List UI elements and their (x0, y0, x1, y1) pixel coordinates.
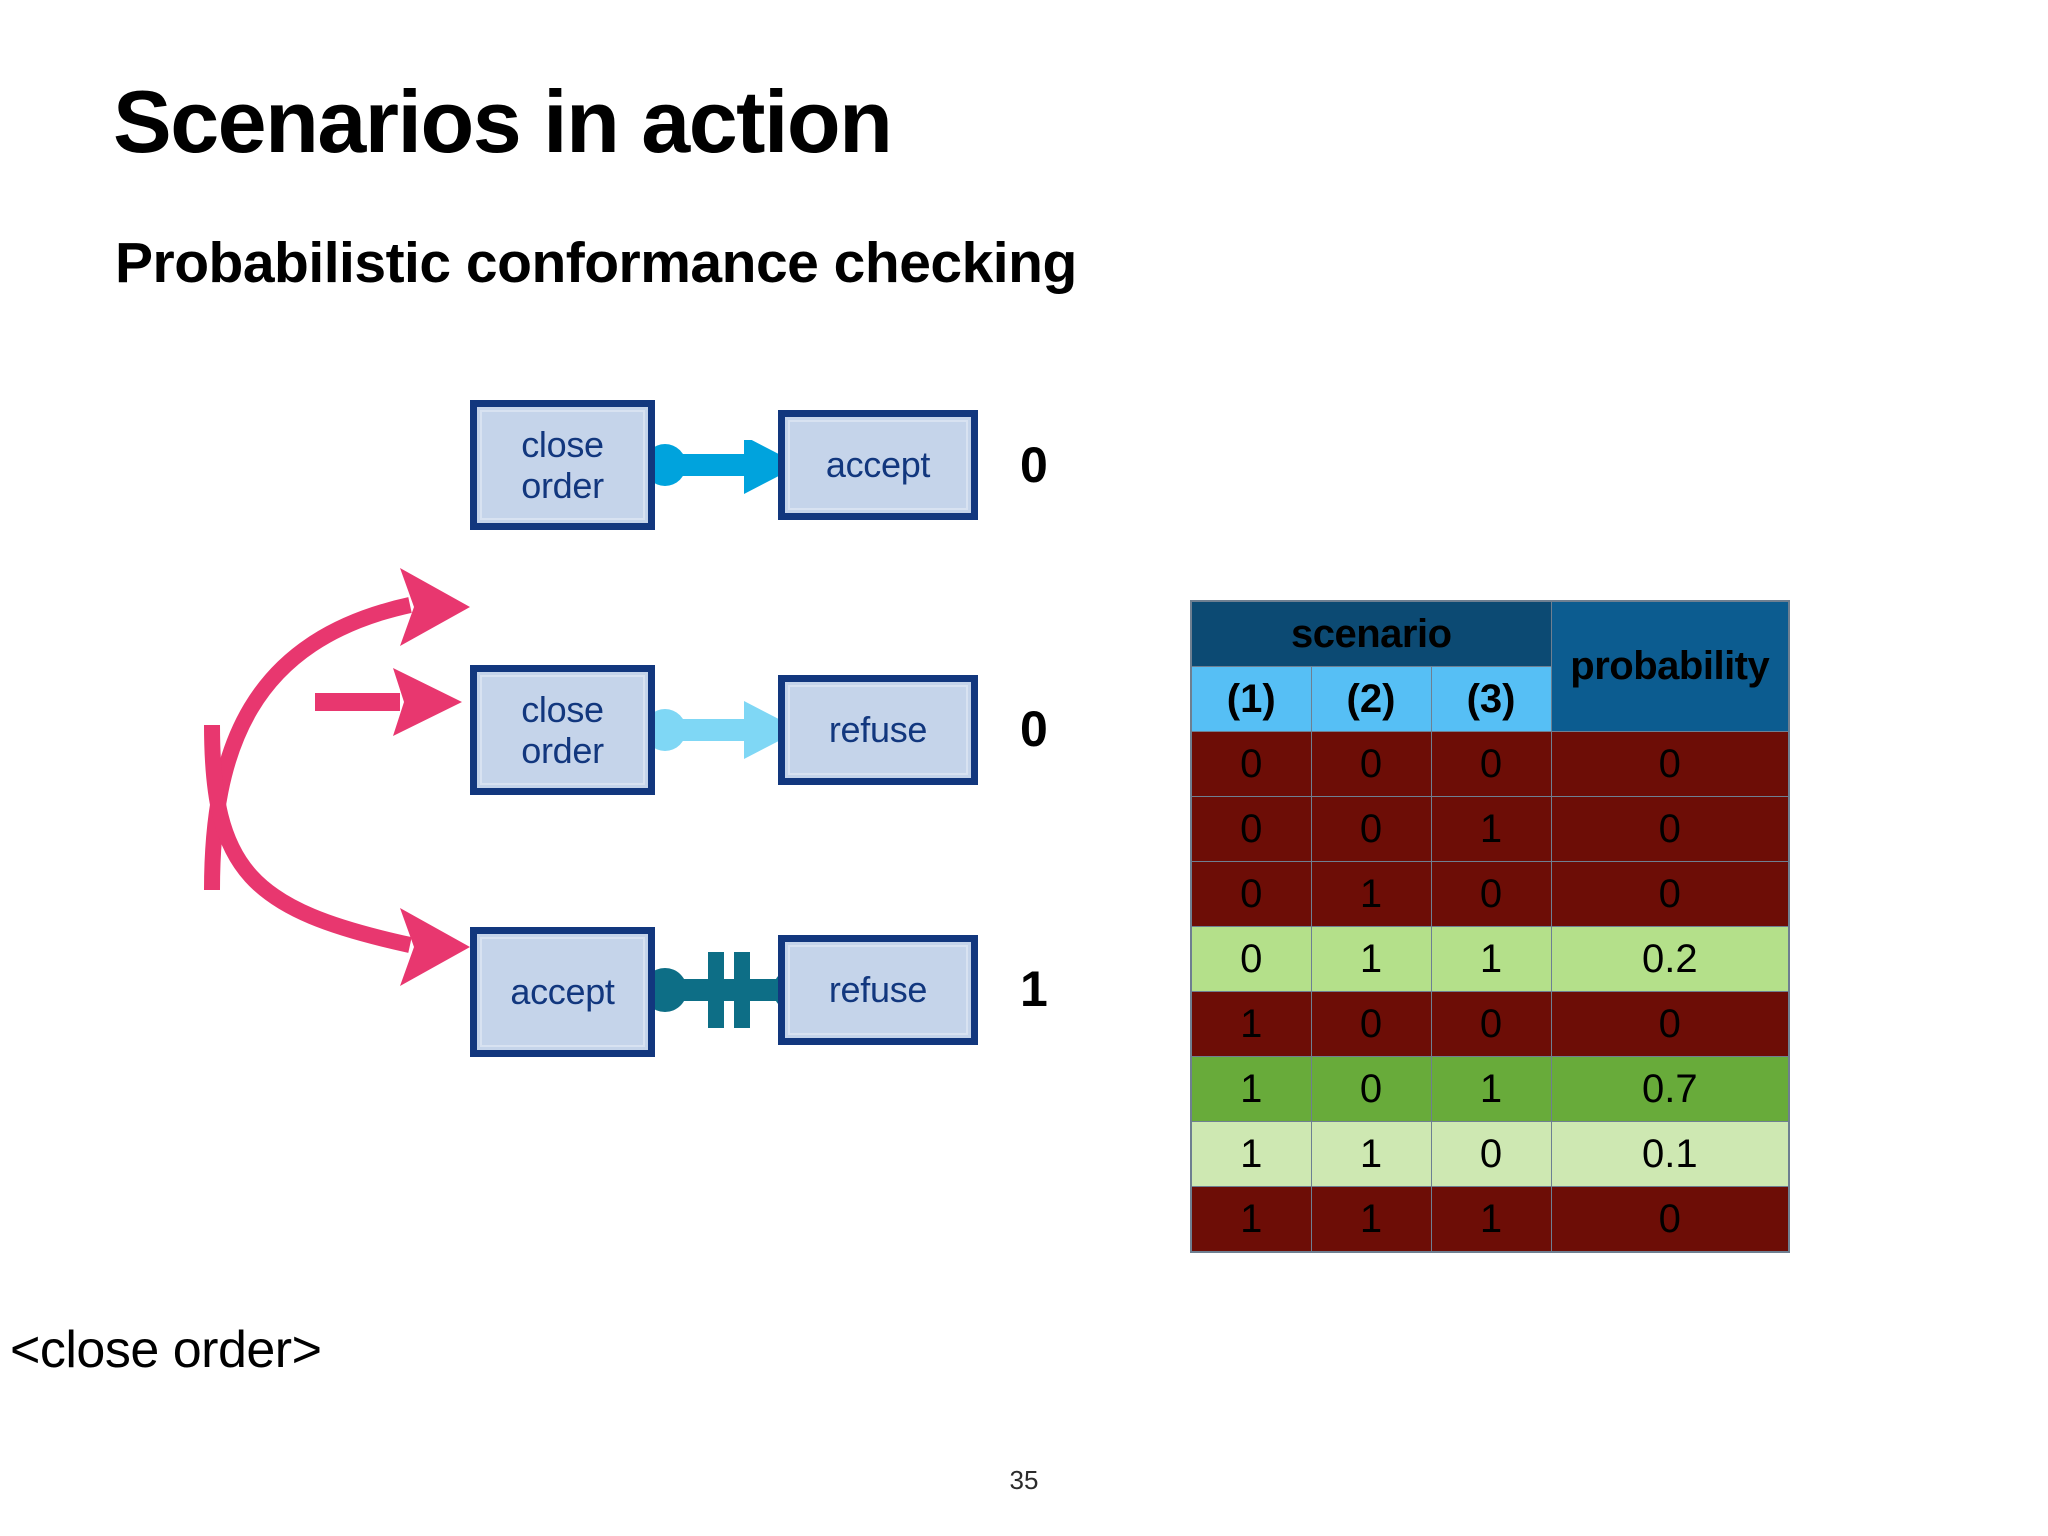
cell-probability: 0 (1550, 796, 1790, 862)
cell-scenario-3: 0 (1430, 991, 1552, 1057)
page-subtitle: Probabilistic conformance checking (115, 231, 1077, 295)
node-accept-1[interactable]: accept (778, 410, 978, 520)
cell-scenario-2: 0 (1310, 991, 1432, 1057)
node-refuse-3[interactable]: refuse (778, 935, 978, 1045)
cell-scenario-1: 1 (1190, 991, 1312, 1057)
branch-arrow-top (204, 568, 470, 891)
cell-scenario-1: 0 (1190, 731, 1312, 797)
cell-scenario-1: 0 (1190, 861, 1312, 927)
table-row: 0 0 0 0 (1190, 731, 1790, 797)
page-number: 35 (1009, 1465, 1039, 1495)
cell-scenario-3: 0 (1430, 1121, 1552, 1187)
table-header-row-sub: (1) (2) (3) (1190, 666, 1789, 732)
table-row: 1 1 0 0.1 (1190, 1121, 1790, 1187)
node-label: refuse (828, 709, 928, 751)
cell-probability: 0 (1550, 991, 1790, 1057)
cell-scenario-2: 0 (1310, 796, 1432, 862)
cell-probability: 0 (1550, 1186, 1790, 1253)
table-head: scenario probability (1) (2) (3) (1190, 600, 1790, 732)
cell-scenario-1: 1 (1190, 1056, 1312, 1122)
scenario-probability-table: scenario probability (1) (2) (3) 0 0 0 0… (1190, 600, 1791, 1253)
node-accept-3[interactable]: accept (470, 927, 655, 1057)
cell-scenario-3: 0 (1430, 731, 1552, 797)
cell-scenario-3: 1 (1430, 926, 1552, 992)
verdict-row-2: 0 (1020, 701, 1048, 757)
table-row: 0 1 1 0.2 (1190, 926, 1790, 992)
cell-probability: 0.1 (1550, 1121, 1790, 1187)
node-label: refuse (828, 969, 928, 1011)
cell-scenario-2: 1 (1310, 1186, 1432, 1253)
cell-probability: 0.7 (1550, 1056, 1790, 1122)
page-title: Scenarios in action (113, 72, 893, 171)
node-label: accept (510, 971, 615, 1013)
cell-scenario-2: 1 (1310, 861, 1432, 927)
diagram-connectors-svg (204, 440, 817, 1028)
table-row: 0 0 1 0 (1190, 796, 1790, 862)
cell-scenario-2: 1 (1310, 926, 1432, 992)
event-label: <close order> (10, 1321, 322, 1379)
cell-probability: 0 (1550, 731, 1790, 797)
table-body: 0 0 0 0 0 0 1 0 0 1 0 0 0 1 1 0.2 1 0 0 … (1190, 731, 1790, 1253)
cell-scenario-2: 0 (1310, 731, 1432, 797)
cell-probability: 0.2 (1550, 926, 1790, 992)
cell-scenario-1: 0 (1190, 796, 1312, 862)
cell-scenario-1: 0 (1190, 926, 1312, 992)
table-row: 1 0 1 0.7 (1190, 1056, 1790, 1122)
cell-scenario-3: 1 (1430, 1056, 1552, 1122)
cell-scenario-1: 1 (1190, 1186, 1312, 1253)
column-header-probability: probability (1550, 600, 1790, 732)
verdict-row-1: 0 (1020, 437, 1048, 493)
connector-accept-arrow (644, 440, 800, 494)
column-header-scenario-1: (1) (1190, 666, 1312, 732)
table-row: 1 0 0 0 (1190, 991, 1790, 1057)
cell-probability: 0 (1550, 861, 1790, 927)
branch-arrow-middle (315, 668, 462, 736)
table-header-row-group: scenario probability (1190, 600, 1790, 732)
table-row: 1 1 1 0 (1190, 1186, 1790, 1253)
cell-scenario-2: 1 (1310, 1121, 1432, 1187)
column-group-header-scenario: scenario (1190, 600, 1552, 667)
column-header-scenario-2: (2) (1310, 666, 1432, 732)
column-header-scenario-3: (3) (1430, 666, 1552, 732)
table-row: 0 1 0 0 (1190, 861, 1790, 927)
cell-scenario-3: 1 (1430, 796, 1552, 862)
cell-scenario-2: 0 (1310, 1056, 1432, 1122)
cell-scenario-3: 1 (1430, 1186, 1552, 1253)
connector-refuse-arrow (644, 701, 800, 759)
node-refuse-2[interactable]: refuse (778, 675, 978, 785)
branch-arrow-bottom (204, 724, 470, 986)
cell-scenario-3: 0 (1430, 861, 1552, 927)
node-label: accept (825, 444, 931, 486)
cell-scenario-1: 1 (1190, 1121, 1312, 1187)
verdict-row-3: 1 (1020, 961, 1048, 1017)
